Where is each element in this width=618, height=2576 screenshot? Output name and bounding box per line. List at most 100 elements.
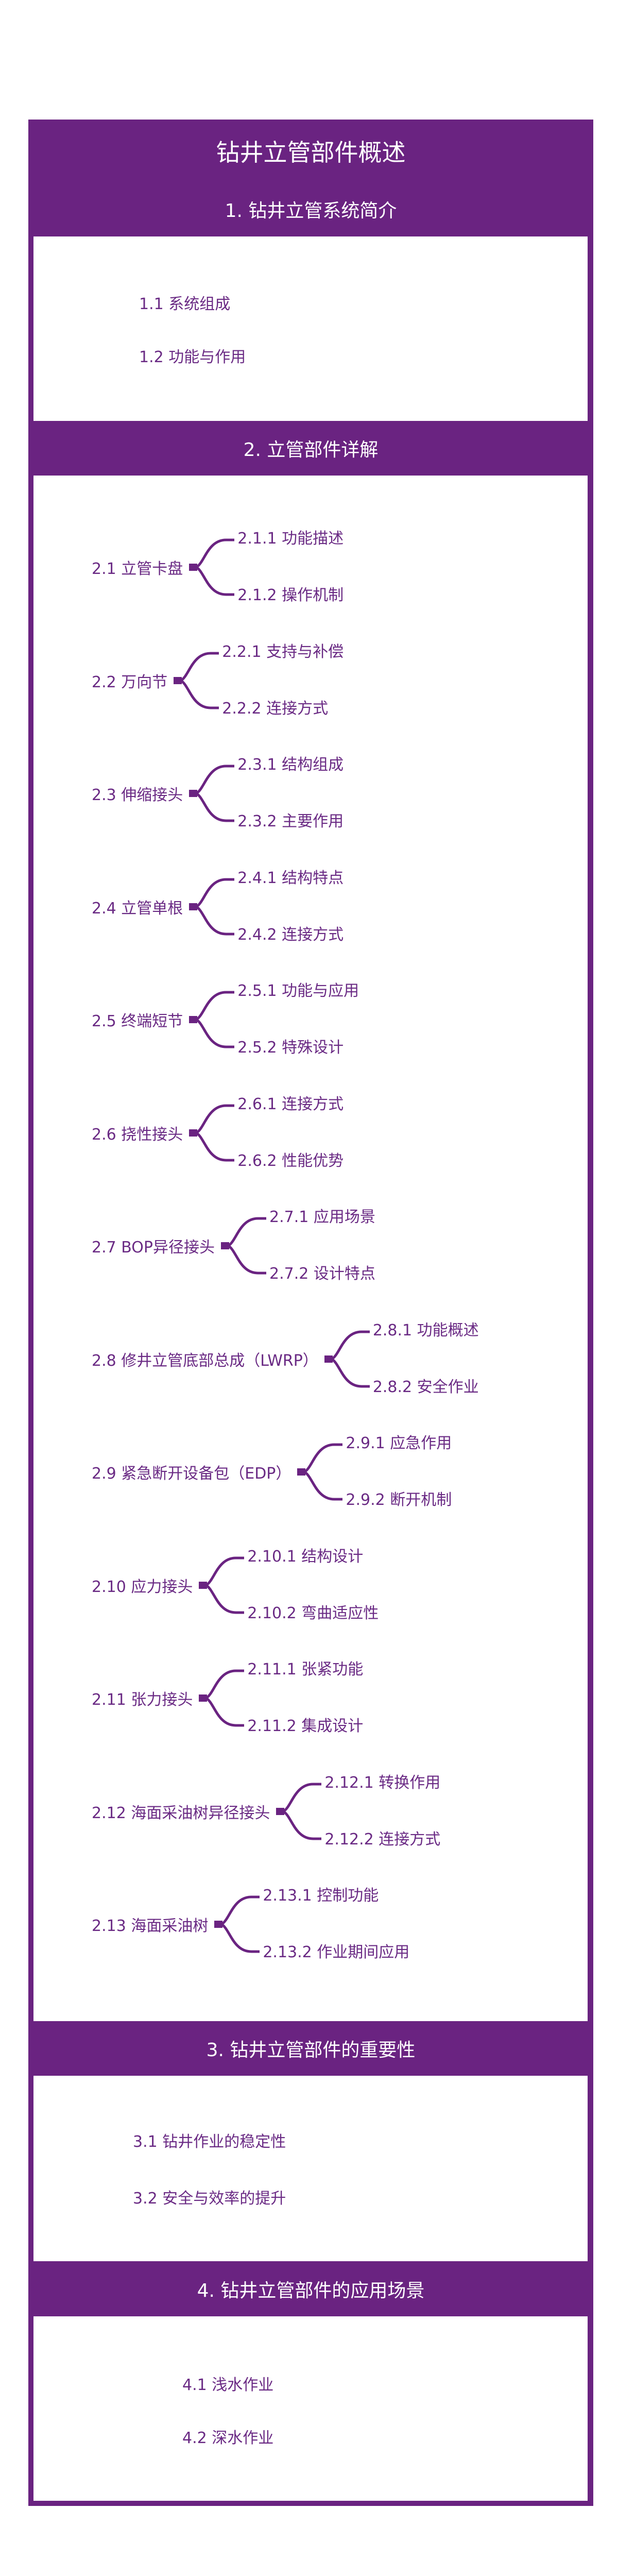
tree-children: 2.4.1 结构特点 2.4.2 连接方式 xyxy=(237,868,344,945)
tree-child-node: 2.8.2 安全作业 xyxy=(372,1378,479,1396)
tree-parent-node: 2.3 伸缩接头 xyxy=(92,786,183,804)
bracket-connector xyxy=(199,1669,245,1727)
connector-lower-branch xyxy=(195,1131,235,1161)
bracket-connector xyxy=(324,1330,370,1387)
connector-upper-branch xyxy=(220,1895,260,1926)
tree-parent-node: 2.2 万向节 xyxy=(92,673,168,691)
tree-child-node: 2.5.1 功能与应用 xyxy=(237,982,359,1000)
connector-upper-branch xyxy=(195,878,235,908)
tree-child-node: 2.10.1 结构设计 xyxy=(247,1547,364,1566)
tree-parent-node: 2.4 立管单根 xyxy=(92,899,183,918)
connector-upper-branch xyxy=(205,1556,245,1586)
tree-parent-node: 2.5 终端短节 xyxy=(92,1012,183,1030)
tree-node-group: 2.5 终端短节 2.5.1 功能与应用 2.5.2 特殊设计 xyxy=(92,981,359,1058)
connector-lower-branch xyxy=(180,679,219,709)
tree-child-node: 2.4.1 结构特点 xyxy=(237,869,344,887)
tree-children: 2.9.1 应急作用 2.9.2 断开机制 xyxy=(346,1433,452,1511)
tree-children: 2.2.1 支持与补偿 2.2.2 连接方式 xyxy=(222,642,344,719)
tree-parent-node: 2.11 张力接头 xyxy=(92,1691,193,1709)
tree-child-node: 2.6.1 连接方式 xyxy=(237,1095,344,1113)
tree-children: 2.1.1 功能描述 2.1.2 操作机制 xyxy=(237,529,344,606)
connector-lower-branch xyxy=(303,1470,343,1501)
connector-lower-branch xyxy=(195,566,235,596)
section-4-header: 4. 钻井立管部件的应用场景 xyxy=(197,2280,425,2301)
tree-child-node: 2.11.1 张紧功能 xyxy=(247,1660,364,1679)
tree-child-node: 2.2.2 连接方式 xyxy=(222,699,329,718)
list-item: 4.2 深水作业 xyxy=(182,2429,274,2447)
section-1-header: 1. 钻井立管系统简介 xyxy=(225,200,397,222)
connector-upper-branch xyxy=(331,1330,370,1360)
bracket-connector xyxy=(199,1556,245,1614)
section-2-header: 2. 立管部件详解 xyxy=(243,439,379,461)
connector-lower-branch xyxy=(195,792,235,822)
mindmap-frame: 钻井立管部件概述 1. 钻井立管系统简介 1.1 系统组成 1.2 功能与作用 … xyxy=(28,120,593,2506)
tree-child-node: 2.5.2 特殊设计 xyxy=(237,1039,344,1057)
section-1-content: 1.1 系统组成 1.2 功能与作用 xyxy=(33,236,588,421)
connector-lower-branch xyxy=(195,1018,235,1048)
connector-upper-branch xyxy=(205,1669,245,1700)
tree-parent-node: 2.9 紧急断开设备包（EDP） xyxy=(92,1465,291,1483)
connector-lower-branch xyxy=(227,1244,267,1275)
tree-child-node: 2.9.1 应急作用 xyxy=(346,1434,452,1452)
bracket-connector xyxy=(189,991,235,1048)
section-2-content: 2.1 立管卡盘 2.1.1 功能描述 2.1.2 操作机制 2.2 万向节 2.2.1… xyxy=(33,476,588,2021)
tree-parent-node: 2.7 BOP异径接头 xyxy=(92,1239,215,1257)
tree-node-group: 2.2 万向节 2.2.1 支持与补偿 2.2.2 连接方式 xyxy=(92,642,344,719)
bracket-connector xyxy=(189,538,235,596)
tree-child-node: 2.10.2 弯曲适应性 xyxy=(247,1604,379,1622)
tree-child-node: 2.1.1 功能描述 xyxy=(237,530,344,548)
tree-parent-node: 2.13 海面采油树 xyxy=(92,1917,209,1935)
tree-node-group: 2.4 立管单根 2.4.1 结构特点 2.4.2 连接方式 xyxy=(92,868,344,945)
list-item: 3.1 钻井作业的稳定性 xyxy=(133,2133,286,2151)
tree-child-node: 2.12.1 转换作用 xyxy=(324,1773,441,1792)
tree-child-node: 2.3.1 结构组成 xyxy=(237,756,344,774)
tree-child-node: 2.13.2 作业期间应用 xyxy=(263,1943,410,1961)
bracket-connector xyxy=(221,1217,267,1275)
tree-parent-node: 2.8 修井立管底部总成（LWRP） xyxy=(92,1351,318,1370)
connector-upper-branch xyxy=(195,1104,235,1134)
tree-node-group: 2.11 张力接头 2.11.1 张紧功能 2.11.2 集成设计 xyxy=(92,1659,363,1737)
tree-children: 2.11.1 张紧功能 2.11.2 集成设计 xyxy=(247,1659,363,1737)
list-item: 3.2 安全与效率的提升 xyxy=(133,2190,286,2208)
top-spacer xyxy=(0,0,618,1)
tree-child-node: 2.9.2 断开机制 xyxy=(346,1491,452,1509)
tree-parent-node: 2.12 海面采油树异径接头 xyxy=(92,1804,270,1822)
tree-node-group: 2.1 立管卡盘 2.1.1 功能描述 2.1.2 操作机制 xyxy=(92,529,344,606)
bracket-connector xyxy=(174,652,219,709)
bracket-connector xyxy=(276,1783,322,1840)
tree-child-node: 2.1.2 操作机制 xyxy=(237,586,344,604)
section-3-content: 3.1 钻井作业的稳定性 3.2 安全与效率的提升 xyxy=(33,2076,588,2261)
tree-node-group: 2.12 海面采油树异径接头 2.12.1 转换作用 2.12.2 连接方式 xyxy=(92,1773,440,1850)
connector-upper-branch xyxy=(282,1783,322,1812)
tree-child-node: 2.4.2 连接方式 xyxy=(237,925,344,944)
bracket-connector xyxy=(189,1104,235,1161)
section-4-content: 4.1 浅水作业 4.2 深水作业 xyxy=(33,2316,588,2501)
connector-lower-branch xyxy=(282,1810,322,1840)
connector-lower-branch xyxy=(331,1358,370,1387)
tree-child-node: 2.2.1 支持与补偿 xyxy=(222,642,344,661)
tree-children: 2.12.1 转换作用 2.12.2 连接方式 xyxy=(324,1773,440,1850)
bracket-connector xyxy=(214,1895,260,1953)
tree-child-node: 2.12.2 连接方式 xyxy=(324,1830,441,1849)
tree-node-group: 2.9 紧急断开设备包（EDP） 2.9.1 应急作用 2.9.2 断开机制 xyxy=(92,1433,452,1511)
connector-upper-branch xyxy=(195,765,235,795)
connector-upper-branch xyxy=(195,538,235,569)
connector-lower-branch xyxy=(220,1923,260,1953)
tree-child-node: 2.11.2 集成设计 xyxy=(247,1717,364,1735)
connector-upper-branch xyxy=(303,1443,343,1473)
connector-upper-branch xyxy=(180,652,219,682)
tree-parent-node: 2.1 立管卡盘 xyxy=(92,560,183,578)
tree-child-node: 2.7.2 设计特点 xyxy=(269,1265,375,1283)
connector-upper-branch xyxy=(195,991,235,1021)
bracket-connector xyxy=(297,1443,343,1501)
